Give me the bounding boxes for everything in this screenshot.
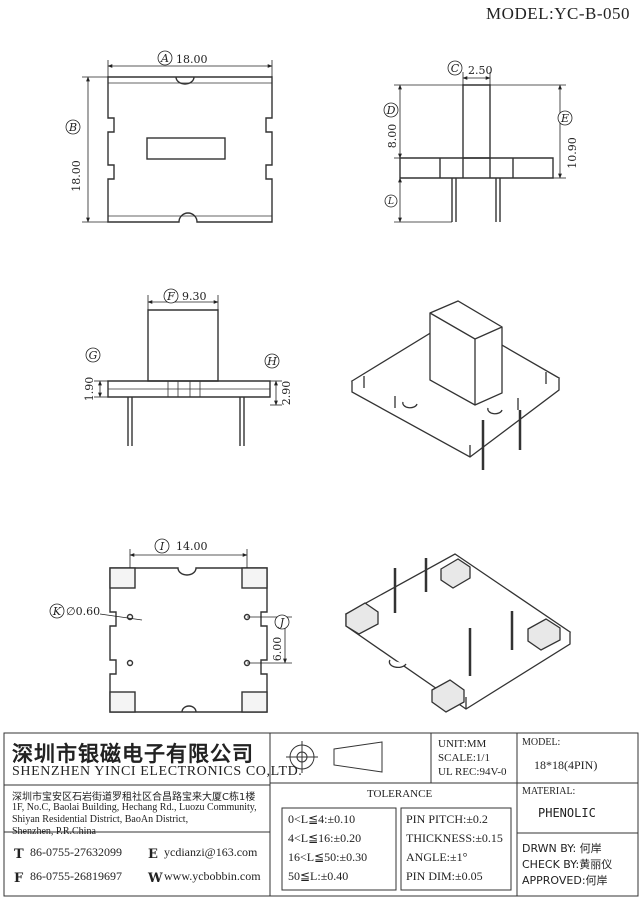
dim-D-value: 8.00	[386, 124, 399, 149]
spec-pin-pitch: PIN PITCH:±0.2	[406, 812, 488, 826]
dim-I-value: 14.00	[176, 540, 208, 553]
dim-A-letter: A	[160, 52, 169, 65]
email-icon: E	[148, 847, 158, 862]
projection-symbol-icon	[286, 741, 383, 773]
model-label: MODEL:YC-B-050	[486, 4, 630, 23]
dim-G-letter: G	[89, 349, 98, 362]
fax-icon: F	[14, 871, 24, 886]
address-en-3: Shenzhen, P.R.China	[12, 826, 96, 837]
spec-angle: ANGLE:±1°	[406, 850, 468, 864]
dim-B-letter: B	[68, 121, 77, 134]
tolerance-3: 16<L≦50:±0.30	[288, 850, 368, 864]
dim-C-line	[462, 72, 491, 85]
top-view	[107, 76, 273, 223]
dim-J-value: 6.00	[271, 637, 284, 662]
dim-G-line	[94, 380, 108, 398]
spec-pin-dim: PIN DIM:±0.05	[406, 869, 483, 883]
dim-L-letter: L	[387, 197, 394, 207]
ul-rec-text: UL REC:94V-0	[438, 766, 507, 778]
dim-F-line	[147, 295, 219, 310]
dim-A-line	[107, 60, 273, 77]
tolerance-4: 50≦L:±0.40	[288, 869, 349, 883]
dim-A-value: 18.00	[176, 53, 208, 66]
dim-G-value: 1.90	[83, 377, 96, 402]
dim-I-letter: I	[159, 540, 165, 553]
isometric-view-top	[350, 300, 561, 470]
front-view	[107, 309, 271, 446]
dim-C-value: 2.50	[468, 64, 493, 77]
dim-E-line	[490, 84, 566, 179]
dim-C-letter: C	[451, 62, 460, 75]
fax-number: 86-0755-26819697	[30, 869, 122, 883]
dim-K-letter: K	[52, 605, 62, 618]
unit-text: UNIT:MM	[438, 738, 487, 750]
dim-H-value: 2.90	[280, 381, 293, 406]
address-en-2: Shiyan Residential District, BaoAn Distr…	[12, 814, 189, 825]
dim-E-value: 10.90	[566, 137, 579, 169]
contact-icons: T F E W	[14, 847, 163, 886]
spec-thickness: THICKNESS:±0.15	[406, 831, 503, 845]
email-address[interactable]: ycdianzi@163.com	[164, 845, 258, 859]
isometric-view-bottom	[344, 553, 572, 713]
dim-J-letter: J	[278, 616, 285, 629]
website[interactable]: www.ycbobbin.com	[164, 869, 261, 883]
dim-H-line	[270, 380, 282, 406]
tolerance-2: 4<L≦16:±0.20	[288, 831, 362, 845]
address-en-1: 1F, No.C, Baolai Building, Hechang Rd., …	[12, 802, 257, 813]
model-value: 18*18(4PIN)	[534, 758, 598, 772]
side-view	[399, 84, 554, 222]
dim-F-letter: F	[166, 290, 175, 303]
dim-D-letter: D	[386, 104, 396, 117]
web-icon: W	[147, 871, 163, 886]
title-block-frame	[3, 732, 639, 897]
company-name-en: SHENZHEN YINCI ELECTRONICS CO,LTD.	[12, 764, 303, 779]
address-cn: 深圳市宝安区石岩街道罗租社区合昌路宝来大厦C栋1楼	[12, 792, 256, 803]
checked-by: CHECK BY:黄丽仪	[522, 858, 613, 871]
bottom-view	[109, 567, 268, 713]
approved-by: APPROVED:何岸	[522, 874, 608, 887]
dim-K-line	[99, 613, 143, 621]
dim-F-value: 9.30	[182, 290, 207, 303]
phone-icon: T	[14, 847, 24, 862]
dim-I-line	[129, 549, 248, 568]
dim-K-value: ∅0.60	[66, 605, 100, 618]
dim-B-line	[82, 76, 108, 223]
tolerance-1: 0<L≦4:±0.10	[288, 812, 356, 826]
tel-number: 86-0755-27632099	[30, 845, 122, 859]
dim-L-line	[394, 177, 452, 223]
model-title: MODEL:	[522, 737, 561, 748]
tolerance-title: TOLERANCE	[367, 788, 433, 800]
material-title: MATERIAL:	[522, 786, 576, 797]
dim-B-value: 18.00	[70, 160, 83, 192]
company-name-cn: 深圳市银磁电子有限公司	[12, 742, 254, 766]
material-value: PHENOLIC	[538, 806, 596, 820]
dim-E-letter: E	[560, 112, 569, 125]
drawn-by: DRWN BY: 何岸	[522, 842, 602, 855]
dim-H-letter: H	[266, 355, 277, 368]
scale-text: SCALE:1/1	[438, 752, 490, 764]
dim-D-line	[394, 84, 463, 159]
